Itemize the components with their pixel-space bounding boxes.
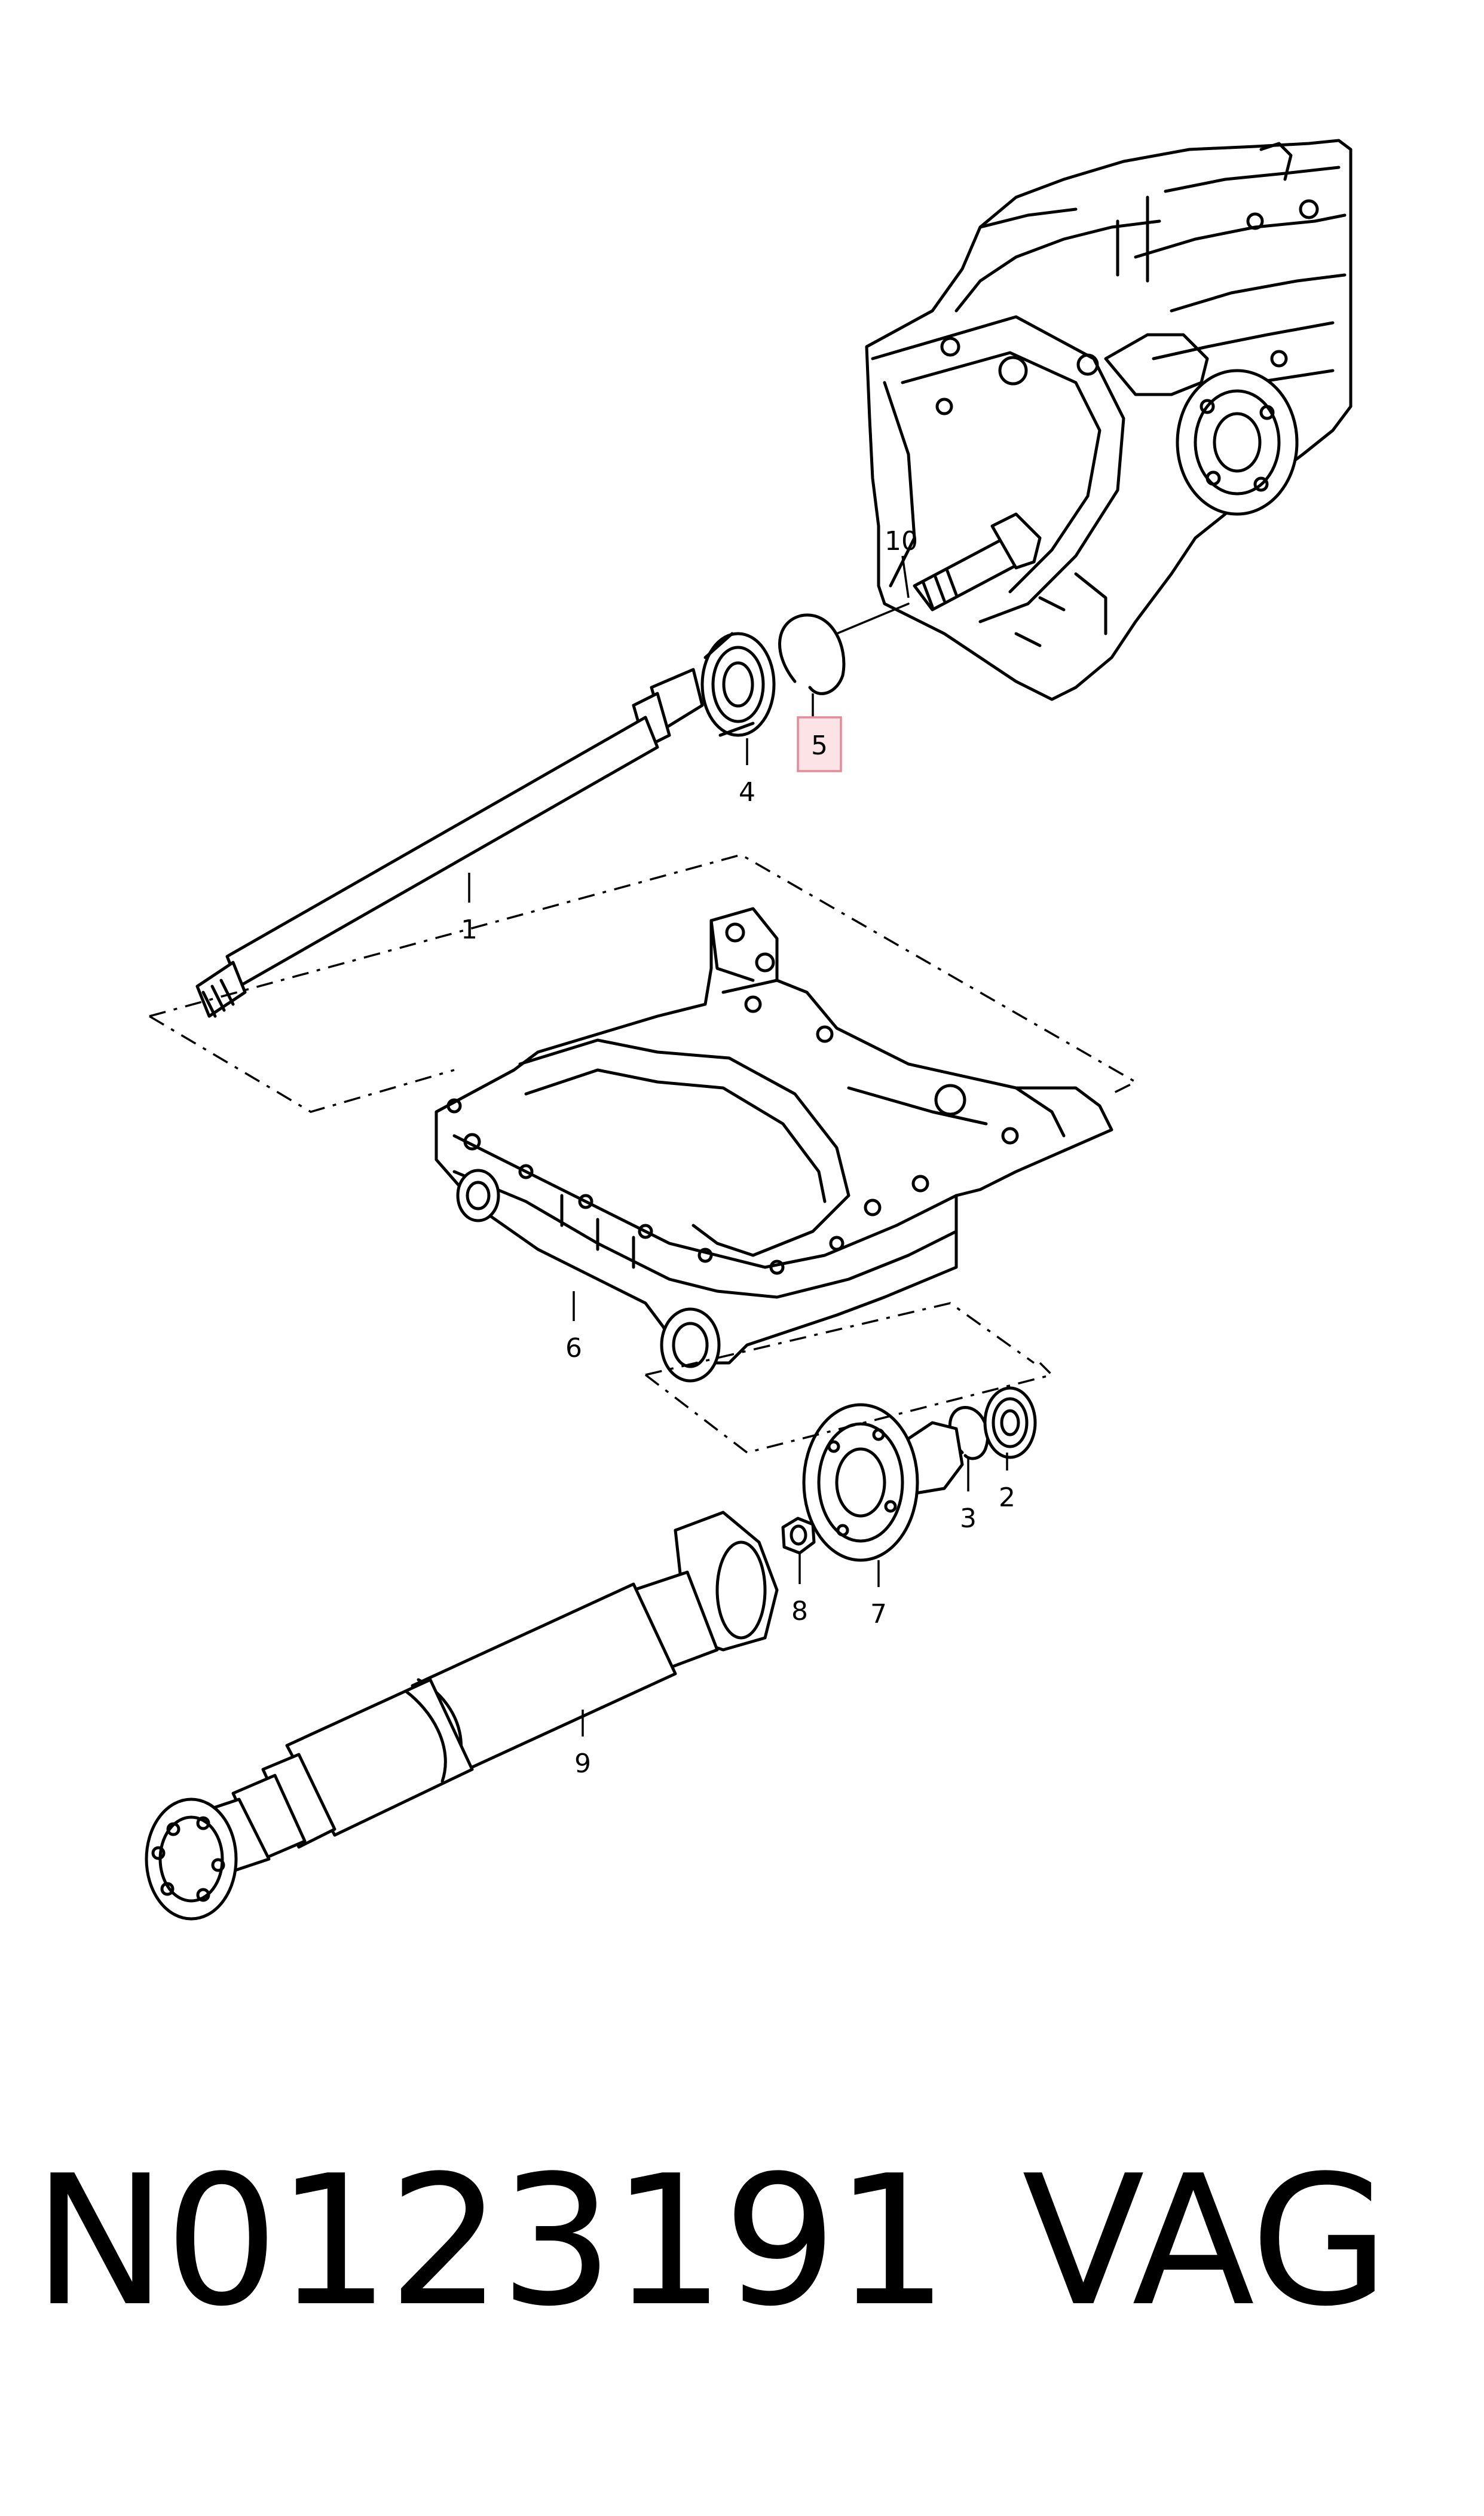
subframe: [435, 907, 1113, 1383]
circlip: [778, 613, 846, 695]
axis-line: [836, 603, 910, 635]
leader-10: [901, 555, 910, 598]
callout-3[interactable]: 3: [960, 1503, 977, 1534]
callout-1[interactable]: 1: [461, 915, 478, 945]
flange-joint: [802, 1403, 964, 1562]
callout-2[interactable]: 2: [999, 1482, 1015, 1513]
callout-5[interactable]: 5: [811, 730, 828, 761]
part-number: N0123191: [33, 2137, 948, 2346]
callout-5-highlight: [797, 716, 842, 772]
bearing-small: [983, 1386, 1037, 1459]
propeller-shaft: [145, 1511, 779, 1921]
drive-shaft: [195, 668, 704, 1018]
brand-name: VAG: [1022, 2137, 1389, 2346]
callout-6[interactable]: 6: [565, 1333, 582, 1364]
assembly-frame-upper: [149, 854, 1138, 1113]
diagram-canvas: 1 2 3 4 5 6 7 8 9 10: [145, 139, 1353, 1921]
callout-4[interactable]: 4: [739, 777, 755, 808]
assembly-frame-lower: [644, 1302, 1054, 1454]
callout-10[interactable]: 10: [885, 526, 918, 557]
nut: [781, 1517, 816, 1555]
transmission-housing: [865, 139, 1353, 701]
callout-8[interactable]: 8: [791, 1596, 808, 1627]
callout-9[interactable]: 9: [574, 1748, 591, 1779]
footer: N0123191 VAG: [0, 2128, 1484, 2355]
bearing: [700, 632, 776, 737]
callout-7[interactable]: 7: [870, 1599, 887, 1630]
